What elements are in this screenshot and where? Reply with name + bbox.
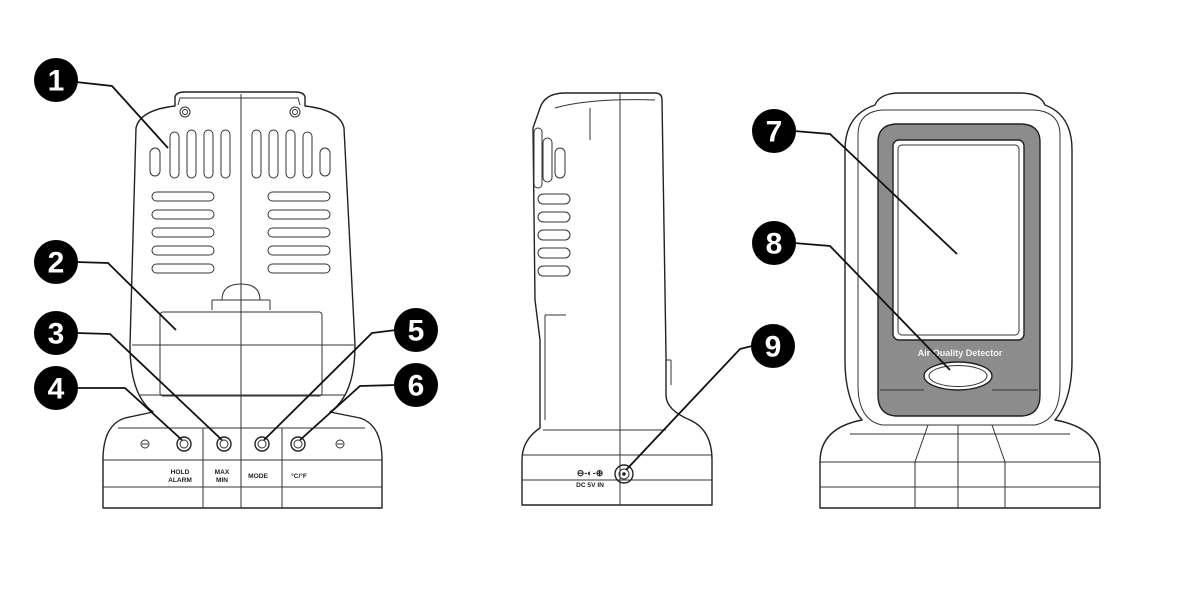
hold-alarm-button[interactable] (176, 436, 192, 452)
unit-toggle-label: °C/°F (291, 472, 307, 480)
svg-text:6: 6 (408, 370, 425, 403)
max-min-label-line1: MAX (215, 469, 230, 476)
hold-alarm-label-line2: ALARM (168, 477, 192, 484)
dc-power-jack[interactable] (614, 464, 634, 484)
svg-text:4: 4 (48, 373, 65, 406)
device-brand-label: Air Quality Detector (918, 348, 1003, 358)
svg-text:2: 2 (48, 247, 65, 280)
callout-4: 4 (34, 366, 78, 410)
callouts: 1 2 3 4 5 6 7 8 9 (34, 58, 796, 410)
mode-label: MODE (248, 473, 268, 480)
callout-8: 8 (752, 221, 796, 265)
svg-text:5: 5 (408, 315, 425, 348)
svg-text:7: 7 (766, 116, 783, 149)
callout-9: 9 (751, 324, 795, 368)
battery-cover (159, 311, 323, 397)
callout-5: 5 (394, 308, 438, 352)
leader-lines (75, 81, 958, 471)
callout-7: 7 (752, 109, 796, 153)
hold-alarm-label-line1: HOLD (171, 469, 190, 476)
callout-2: 2 (34, 240, 78, 284)
power-polarity-symbol: ⊖-◐-⊕ (577, 468, 604, 478)
front-sensor-button[interactable] (923, 361, 993, 391)
callout-1: 1 (34, 58, 78, 102)
svg-text:3: 3 (48, 318, 65, 351)
max-min-label-line2: MIN (216, 477, 228, 484)
svg-text:9: 9 (765, 331, 782, 364)
back-view: HOLD ALARM MAX MIN MODE °C/°F (102, 91, 383, 509)
svg-text:1: 1 (48, 65, 65, 98)
svg-text:8: 8 (766, 228, 783, 261)
side-view: ⊖-◐-⊕ DC 5V IN (521, 92, 713, 506)
callout-3: 3 (34, 311, 78, 355)
max-min-button[interactable] (216, 436, 232, 452)
callout-6: 6 (394, 363, 438, 407)
mode-button[interactable] (254, 436, 270, 452)
lcd-display (892, 139, 1025, 341)
front-view: Air Quality Detector (819, 92, 1101, 509)
power-input-label: DC 5V IN (576, 482, 604, 489)
unit-toggle-button[interactable] (290, 436, 306, 452)
